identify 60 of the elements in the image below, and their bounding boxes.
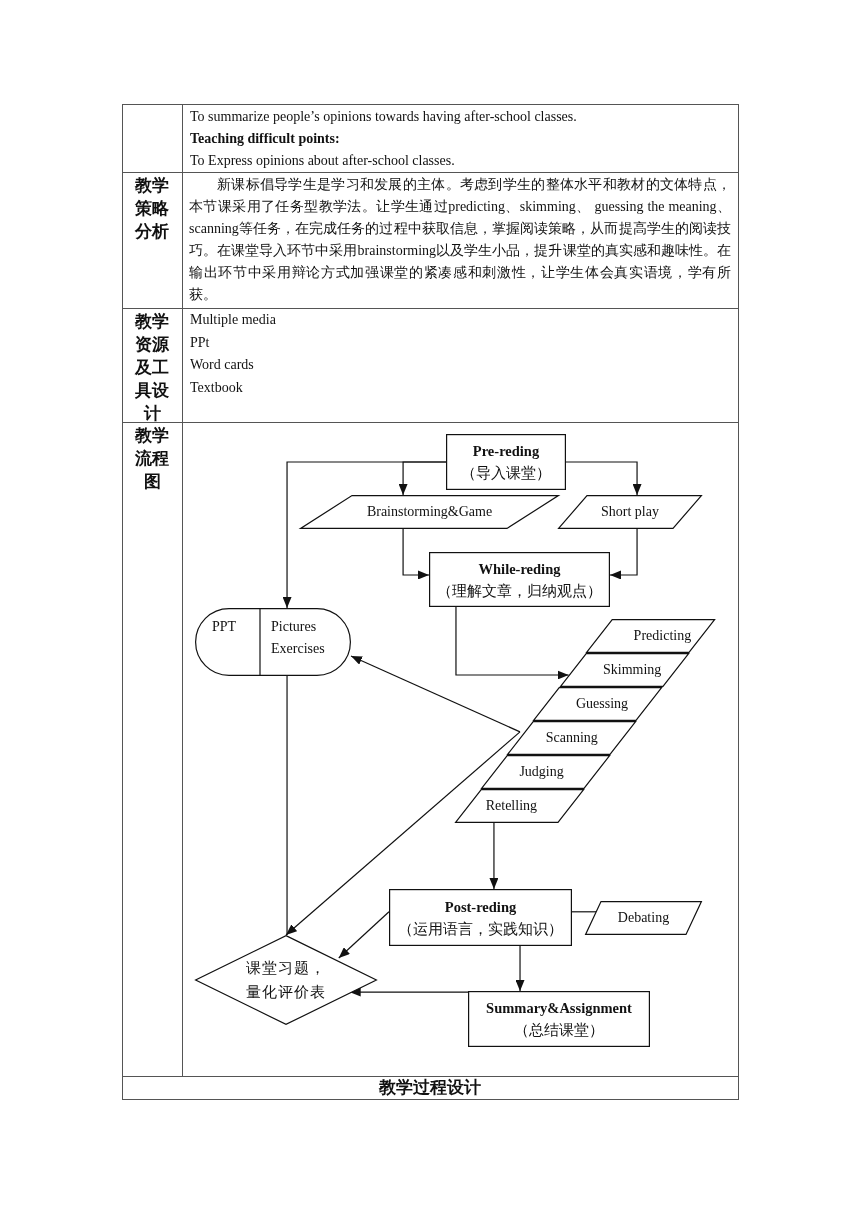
data-parallelogram [559,653,689,687]
list-item: Multiple media [190,311,277,329]
arrow [350,655,521,733]
node-title: Brainstorming&Game [366,503,493,521]
node-title: While-reding [478,559,561,579]
node-title: Judging [519,763,564,781]
node-title: Predicting [633,627,692,645]
data-parallelogram [454,789,584,823]
node-subtitle: Pictures Exercises [271,618,326,658]
data-parallelogram [300,495,559,529]
data-parallelogram [481,755,611,789]
connector-line [571,911,597,913]
row-header: 教学过程设计 [378,1077,482,1099]
process-box [468,991,650,1047]
data-parallelogram [507,721,637,755]
data-parallelogram [585,901,702,935]
arrow [455,606,570,680]
table-text: To summarize people’s opinions towards having after-school classes. [190,108,578,126]
arrow [285,731,521,936]
node-title: Retelling [485,797,538,815]
arrow [282,461,447,609]
node-title: Skimming [603,661,662,679]
node-subtitle: （导入课堂） [461,464,551,483]
row-header: 教学策略分析 [134,175,170,243]
node-title: 课堂习题，量化评价表 [245,959,327,1002]
arrow [565,461,642,496]
node-subtitle: （理解文章，归纳观点） [437,581,602,601]
decision-diamond [195,935,377,1025]
row-header: 教学流程图 [134,425,170,493]
node-subtitle: （运用语言，实践知识） [398,919,563,939]
connector-line [286,675,288,936]
list-item: PPt [190,334,211,352]
process-box [429,552,610,607]
node-subtitle: （总结课堂） [514,1021,604,1040]
data-parallelogram [533,687,663,721]
arrow [349,987,469,997]
data-parallelogram [585,619,715,653]
process-box [446,434,566,490]
node-title: Debating [617,909,670,927]
arrow [515,945,525,992]
list-item: Word cards [190,356,255,374]
table-text: To Express opinions about after-school classes. [190,152,456,170]
node-title: Guessing [575,695,629,713]
terminal-shape [195,608,351,676]
list-item: Textbook [190,379,244,397]
node-title: Summary&Assignment [486,999,632,1018]
arrow [609,528,638,580]
data-parallelogram [558,495,702,529]
arrow [489,822,499,890]
row-header: 教学资源及工具设计 [134,311,170,425]
arrow [402,528,430,580]
table-heading: Teaching difficult points: [190,130,341,148]
process-box [389,889,572,946]
paragraph: 新课标倡导学生是学习和发展的主体。考虑到学生的整体水平和教材的文体特点，本节课采用了任务型教学法。让学生通过predicting、skimming、 guessing the meaning、 scanning等任务，在完成任务的过程中获取信息，掌握阅读策略，从而提高学生的阅读技巧。在课堂导入环节中采用brainstorming以及学生小品，提升课堂的真实感和趣味性。在输出环节中采用辩论方式加强课堂的紧凑感和刺激性，让学生体会真实语境，学有所获。 [189,176,731,304]
node-title: Scanning [545,729,598,747]
arrow [338,911,390,959]
node-title: PPT [212,618,237,636]
node-title: Short play [601,503,659,521]
node-title: Post-reding [444,897,517,917]
node-title: Pre-reding [472,442,540,461]
